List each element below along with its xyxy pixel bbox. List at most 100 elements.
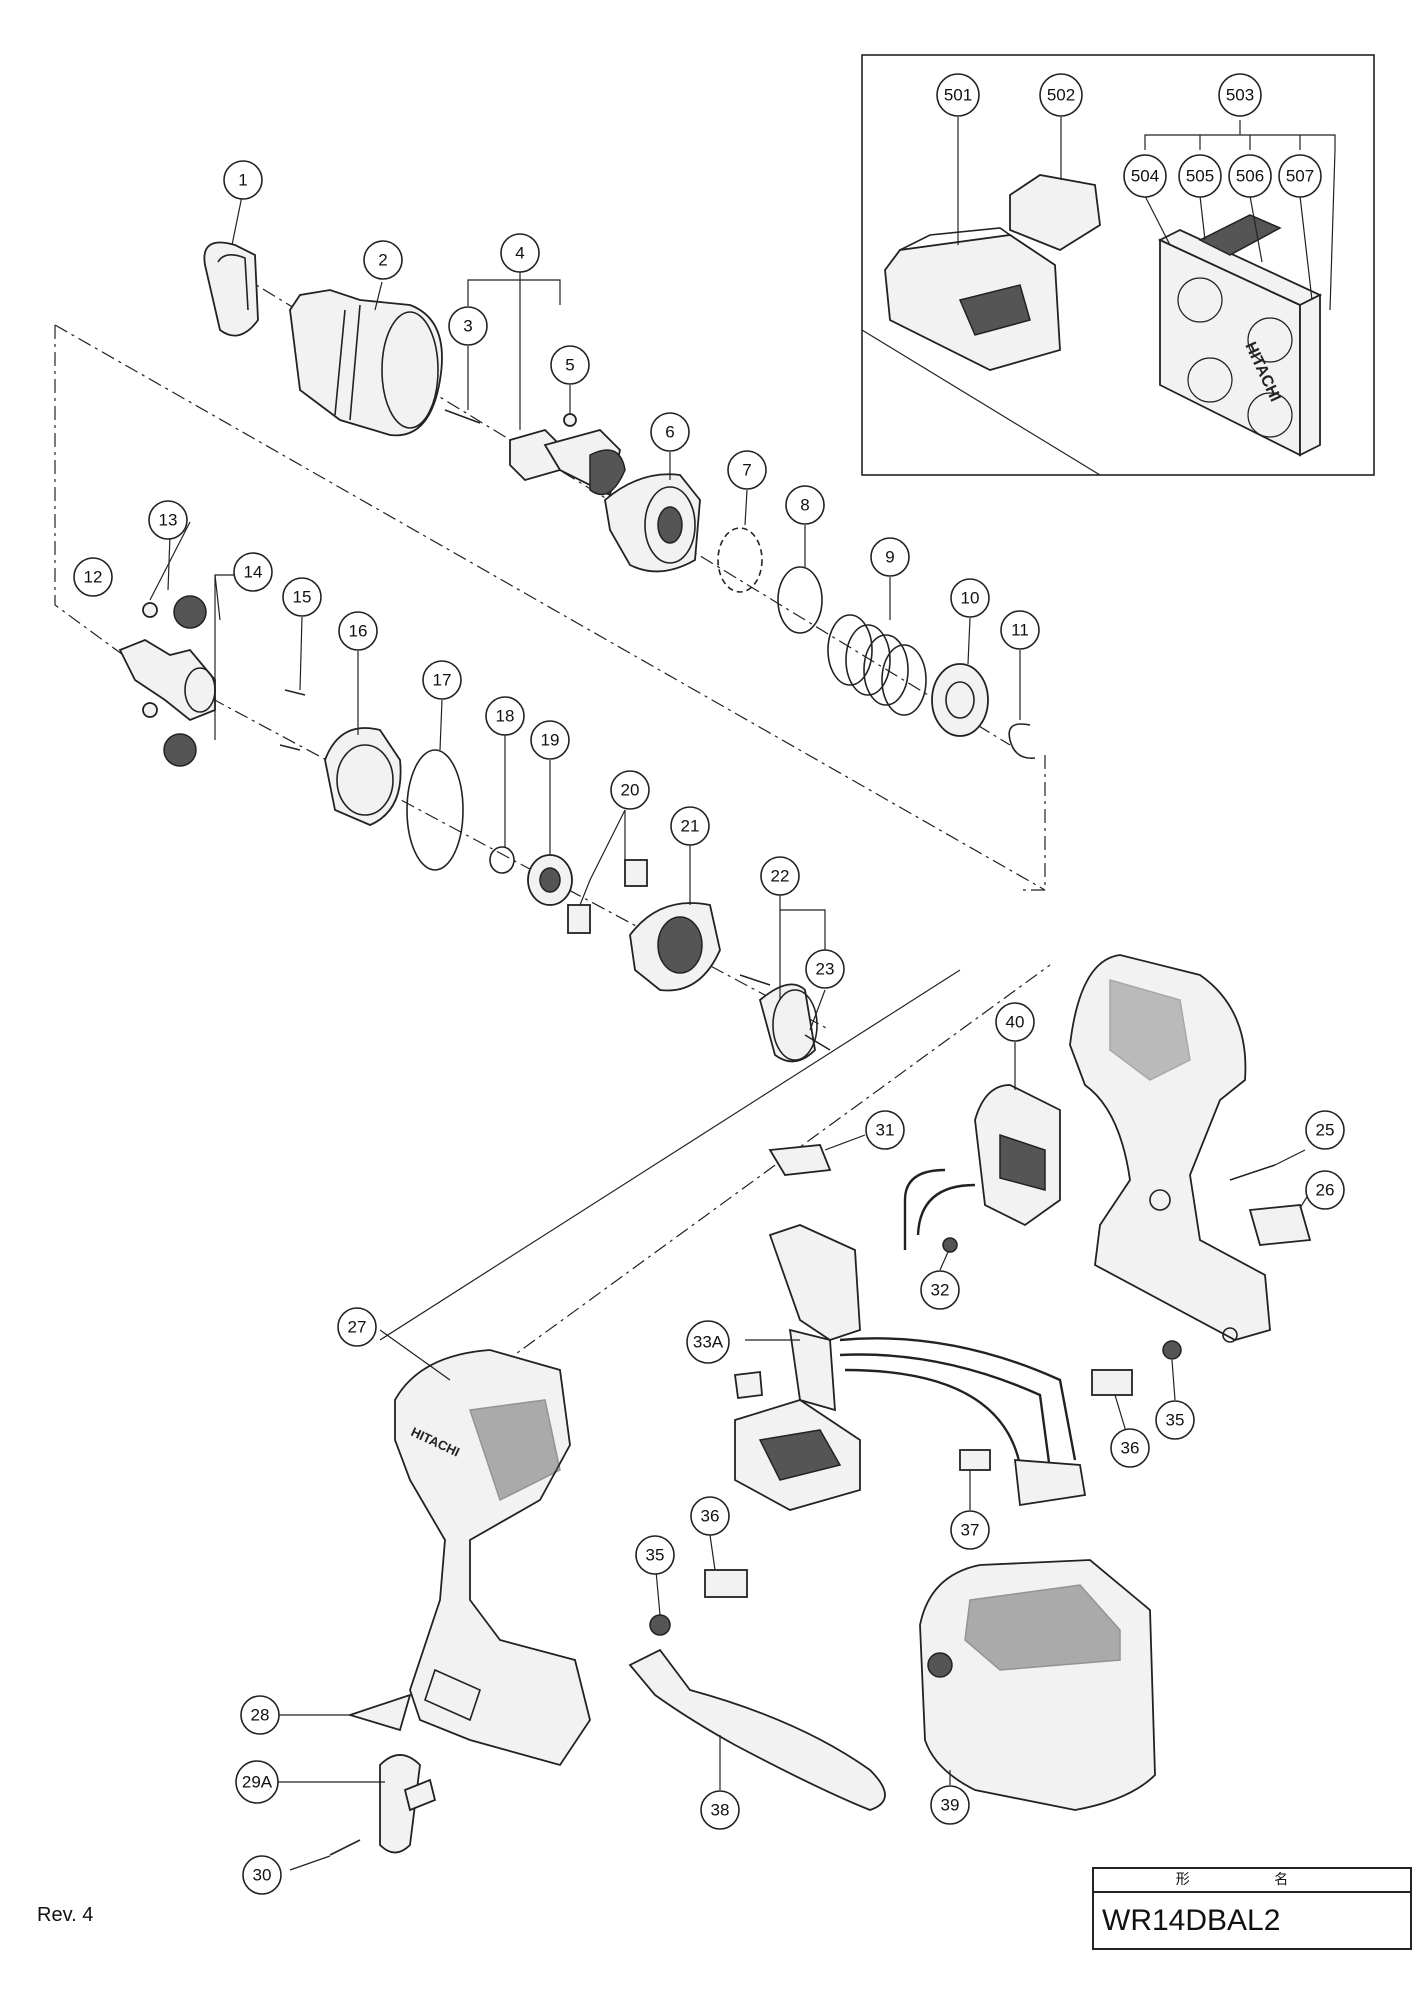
callout-12: 12: [73, 557, 113, 597]
accessory-box: HITACHI: [861, 54, 1375, 476]
ball-5: [563, 413, 577, 427]
label-28: [347, 1693, 412, 1732]
svg-text:5: 5: [565, 356, 574, 375]
callout-1: 1: [223, 160, 263, 200]
svg-text:9: 9: [885, 548, 894, 567]
housing-left-half-27: HITACHI: [394, 1349, 591, 1767]
callout-20: 20: [610, 770, 650, 810]
callout-33A: 33A: [686, 1320, 730, 1364]
svg-text:3: 3: [463, 317, 472, 336]
ball-bearing-19: [527, 854, 573, 906]
callout-9: 9: [870, 537, 910, 577]
callout-505: 505: [1178, 154, 1222, 198]
title-header: 形 名: [1094, 1869, 1410, 1893]
washer-10: [931, 663, 989, 737]
nose-cap-1: [203, 241, 259, 337]
svg-text:28: 28: [251, 1706, 270, 1725]
callout-2: 2: [363, 240, 403, 280]
callout-4: 4: [500, 233, 540, 273]
switch-33A: [734, 1224, 861, 1511]
callout-32: 32: [920, 1270, 960, 1310]
callout-5: 5: [550, 345, 590, 385]
anvil-4: [509, 428, 626, 497]
callout-13: 13: [148, 500, 188, 540]
leader-lines: [149, 195, 1311, 1871]
callout-501: 501: [936, 73, 980, 117]
callout-14: 14: [233, 552, 273, 592]
housing-right-half: [1069, 954, 1271, 1343]
nut-35a: [1162, 1340, 1182, 1360]
callout-25: 25: [1305, 1110, 1345, 1150]
title-block: 形 名 WR14DBAL2: [1092, 1867, 1412, 1950]
svg-text:20: 20: [621, 781, 640, 800]
callout-35a: 35: [1155, 1400, 1195, 1440]
callout-39: 39: [930, 1785, 970, 1825]
steel-balls-7: [717, 527, 763, 593]
callout-36a: 36: [1110, 1428, 1150, 1468]
svg-text:30: 30: [253, 1866, 272, 1885]
callout-28: 28: [240, 1695, 280, 1735]
housing-21: [629, 902, 721, 992]
needle-pin-15a: [284, 689, 306, 696]
svg-text:39: 39: [941, 1796, 960, 1815]
callout-35b: 35: [635, 1535, 675, 1575]
callout-7: 7: [727, 450, 767, 490]
nut-32: [942, 1237, 958, 1253]
washer-18: [489, 846, 515, 874]
hook-29A: [379, 1754, 437, 1854]
battery-39: [919, 1559, 1156, 1811]
spring-9: [827, 614, 927, 716]
callout-506: 506: [1228, 154, 1272, 198]
svg-text:506: 506: [1236, 167, 1264, 186]
damper-20a: [624, 859, 648, 887]
retaining-ring-11: [1008, 723, 1036, 759]
svg-text:32: 32: [931, 1281, 950, 1300]
svg-text:40: 40: [1006, 1013, 1025, 1032]
callout-502: 502: [1039, 73, 1083, 117]
tapping-screw-25: [1229, 1164, 1276, 1181]
callout-10: 10: [950, 578, 990, 618]
svg-text:14: 14: [244, 563, 263, 582]
callout-507: 507: [1278, 154, 1322, 198]
cushion-36b: [704, 1569, 748, 1598]
adapter-502: [1009, 174, 1101, 252]
strap-38: [628, 1648, 886, 1811]
callout-40: 40: [995, 1002, 1035, 1042]
callout-27: 27: [337, 1307, 377, 1347]
svg-text:12: 12: [84, 568, 103, 587]
callout-504: 504: [1123, 154, 1167, 198]
svg-text:10: 10: [961, 589, 980, 608]
cushion-36a: [1091, 1369, 1133, 1396]
svg-text:501: 501: [944, 86, 972, 105]
callout-15: 15: [282, 577, 322, 617]
callout-26: 26: [1305, 1170, 1345, 1210]
callout-11: 11: [1000, 610, 1040, 650]
svg-text:36: 36: [1121, 1439, 1140, 1458]
svg-text:504: 504: [1131, 167, 1159, 186]
svg-text:27: 27: [348, 1318, 367, 1337]
svg-text:17: 17: [433, 671, 452, 690]
svg-text:11: 11: [1011, 621, 1029, 640]
svg-text:36: 36: [701, 1507, 720, 1526]
svg-text:31: 31: [876, 1121, 895, 1140]
svg-text:505: 505: [1186, 167, 1214, 186]
svg-text:16: 16: [349, 622, 368, 641]
charger-501: [884, 227, 1061, 371]
callout-6: 6: [650, 412, 690, 452]
screw-30: [329, 1839, 361, 1856]
svg-text:19: 19: [541, 731, 560, 750]
callout-18: 18: [485, 696, 525, 736]
carrying-case-503: HITACHI: [1157, 214, 1323, 457]
svg-text:22: 22: [771, 867, 790, 886]
callout-38: 38: [700, 1790, 740, 1830]
svg-text:6: 6: [665, 423, 674, 442]
callout-8: 8: [785, 485, 825, 525]
callout-17: 17: [422, 660, 462, 700]
callout-36b: 36: [690, 1496, 730, 1536]
svg-text:26: 26: [1316, 1181, 1335, 1200]
washer-8: [777, 566, 823, 634]
svg-text:29A: 29A: [242, 1773, 273, 1792]
svg-text:8: 8: [800, 496, 809, 515]
svg-text:4: 4: [515, 244, 524, 263]
svg-text:503: 503: [1226, 86, 1254, 105]
